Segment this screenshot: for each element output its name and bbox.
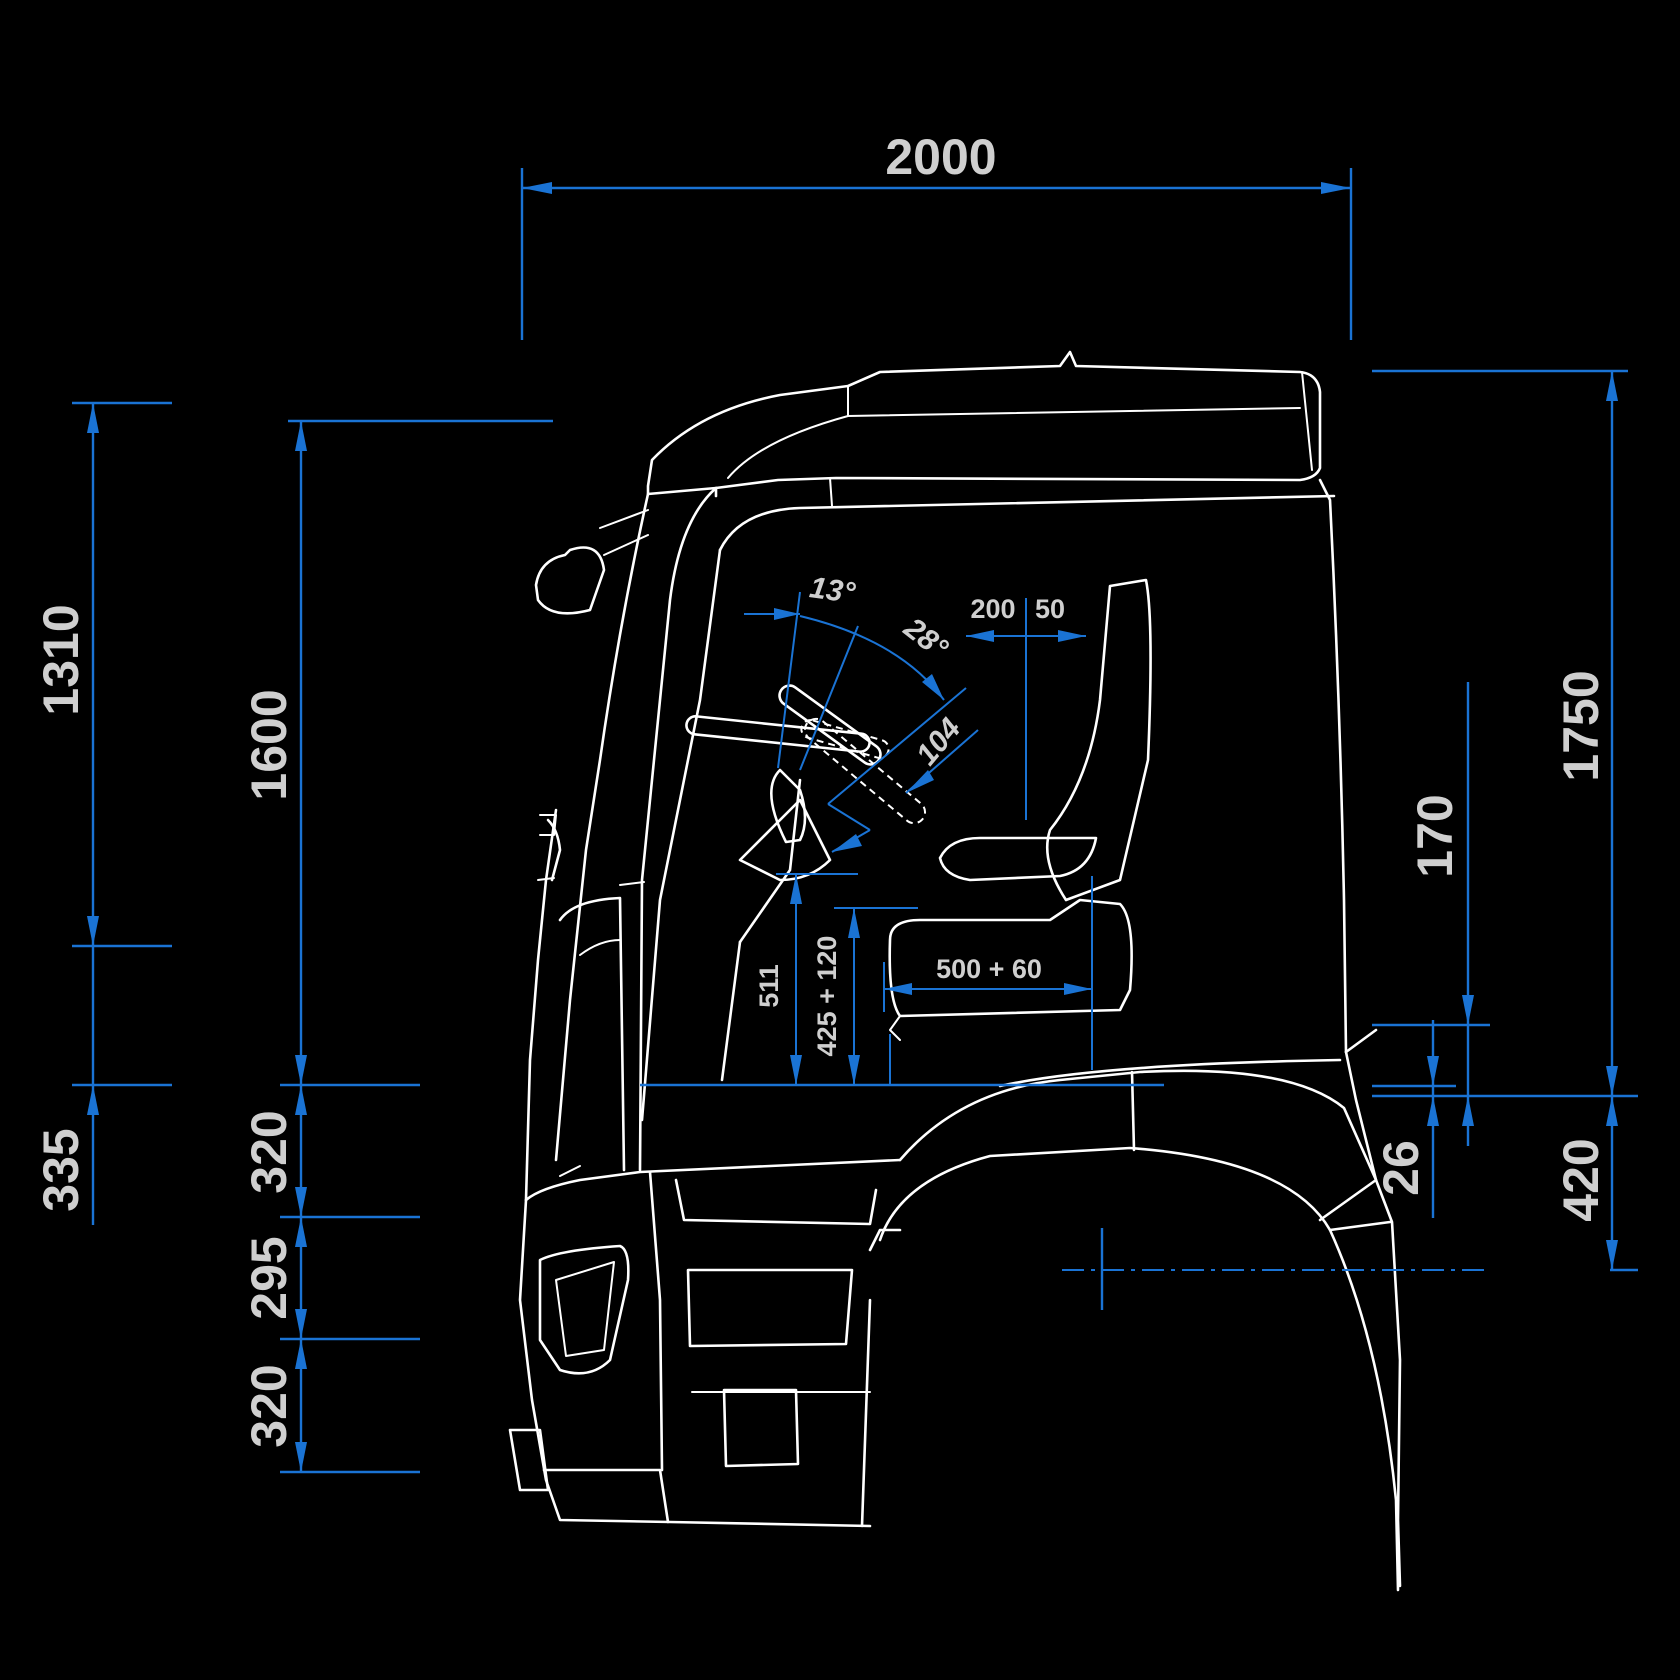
- label-floor-to-wheel: 420: [1553, 1138, 1609, 1221]
- label-overall-height: 1750: [1553, 670, 1609, 781]
- label-step-1: 320: [241, 1110, 297, 1193]
- label-interior-height: 1600: [241, 689, 297, 800]
- label-step-3: 320: [241, 1364, 297, 1447]
- label-overall-length: 2000: [885, 129, 996, 185]
- label-floor-offset: 26: [1373, 1140, 1429, 1196]
- label-left-top: 1310: [33, 604, 89, 715]
- label-seat-angle: 28°: [897, 611, 955, 666]
- dimension-labels: 2000 1310 335 1600 320 295 320 1750 420 …: [33, 129, 1609, 1448]
- label-seat-adjust: 200: [970, 594, 1015, 624]
- label-step-2: 295: [241, 1236, 297, 1319]
- label-wheel-height: 511: [754, 964, 784, 1008]
- label-left-bottom: 335: [33, 1128, 89, 1211]
- label-seat-height: 425 + 120: [812, 936, 842, 1057]
- dimension-lines: [72, 168, 1638, 1474]
- label-seat-travel: 500 + 60: [936, 954, 1042, 984]
- label-seat-adjust-extra: 50: [1035, 594, 1065, 624]
- label-wheel-offset: 104: [910, 712, 968, 772]
- label-tunnel: 170: [1407, 794, 1463, 877]
- cab-outline: [508, 350, 1402, 1592]
- label-wheel-angle: 13°: [808, 571, 859, 610]
